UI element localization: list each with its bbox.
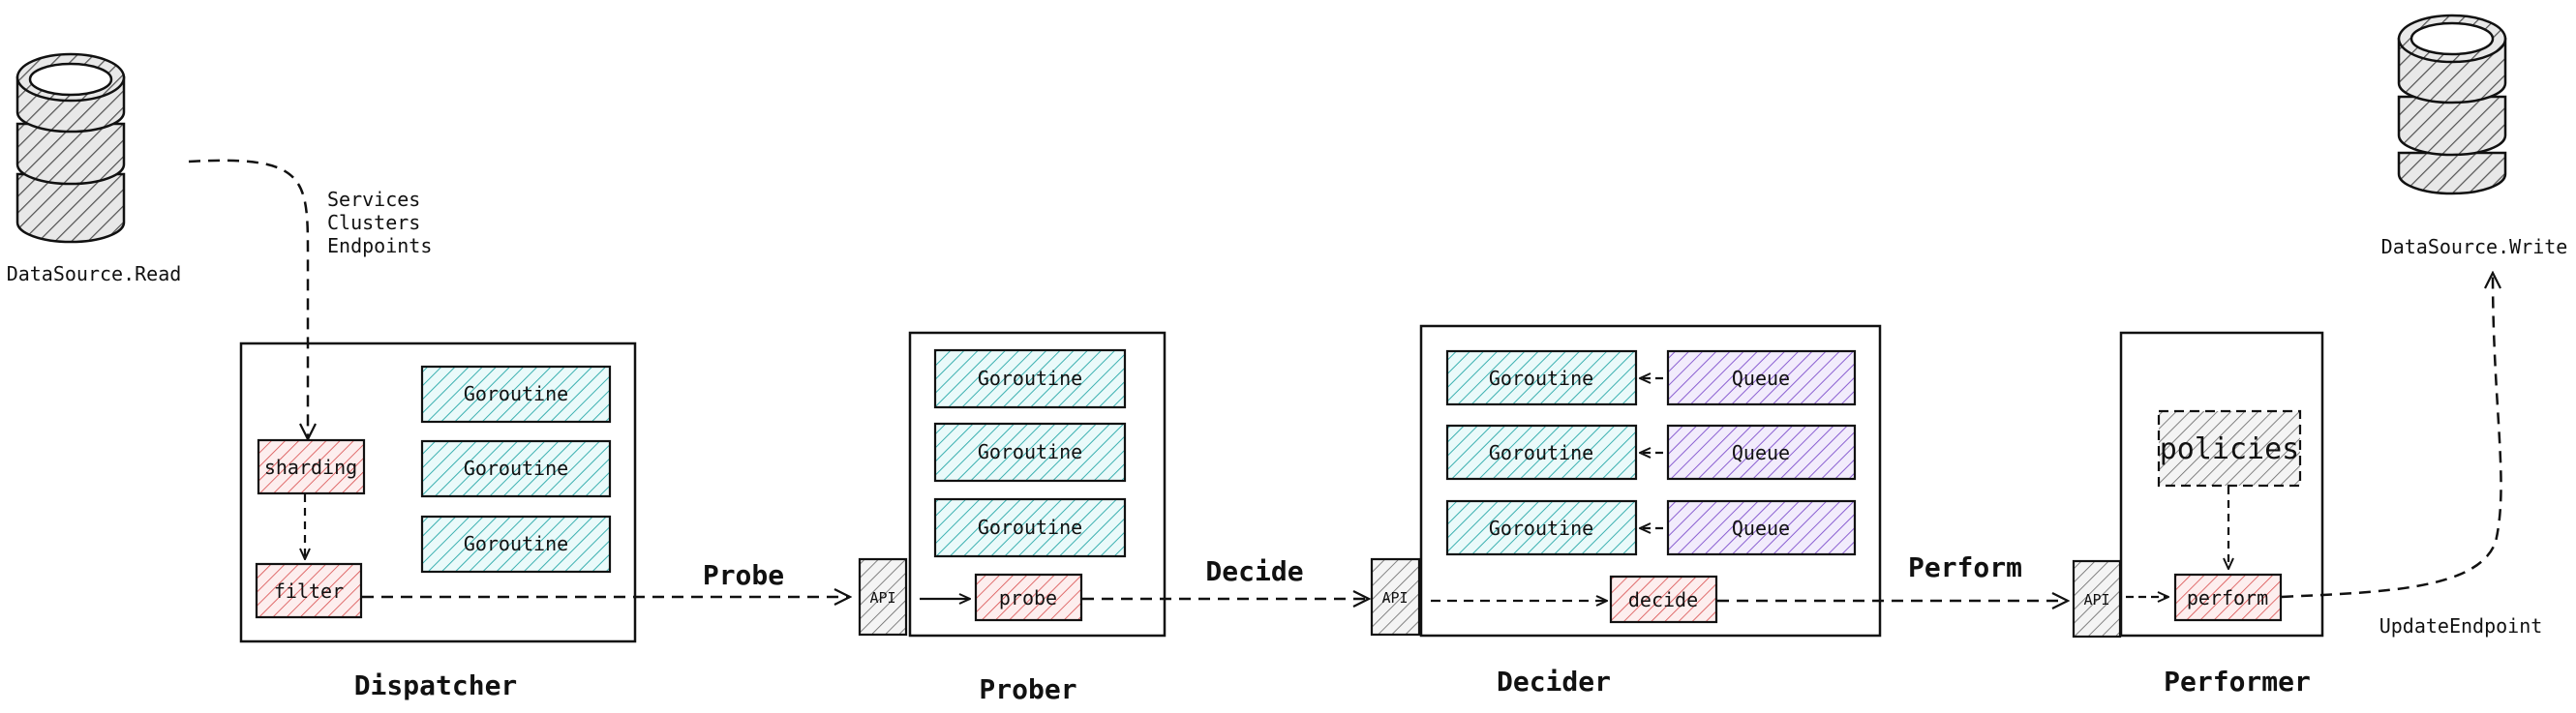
- probe-label: probe: [999, 586, 1057, 609]
- dispatcher-goroutine: Goroutine: [420, 515, 612, 574]
- decider-goroutine: Goroutine: [1445, 499, 1638, 556]
- decider-queue: Queue: [1666, 499, 1857, 556]
- dispatcher-title: Dispatcher: [354, 669, 518, 701]
- prober-box: [908, 331, 1167, 638]
- read-note-line: Endpoints: [327, 234, 432, 257]
- decide-node: decide: [1609, 575, 1718, 624]
- api-label: API: [869, 589, 895, 607]
- goroutine-label: Goroutine: [1489, 367, 1593, 390]
- prober-api: API: [858, 557, 908, 637]
- probe-edge-label: Probe: [703, 559, 784, 591]
- read-edge: [188, 159, 308, 439]
- performer-api: API: [2072, 559, 2122, 639]
- sharding-label: sharding: [264, 456, 357, 479]
- read-note-line: Clusters: [327, 211, 420, 234]
- decider-api: API: [1370, 557, 1421, 637]
- update-endpoint-edge: [2281, 273, 2502, 599]
- goroutine-label: Goroutine: [464, 457, 568, 480]
- dispatcher-goroutine: Goroutine: [420, 365, 612, 424]
- probe-node: probe: [974, 573, 1083, 622]
- filter-label: filter: [274, 579, 344, 603]
- goroutine-label: Goroutine: [978, 516, 1082, 539]
- performer-box: [2119, 331, 2324, 638]
- decider-goroutine: Goroutine: [1445, 424, 1638, 481]
- queue-label: Queue: [1732, 441, 1790, 464]
- prober-goroutine: Goroutine: [933, 348, 1127, 409]
- perform-node: perform: [2173, 573, 2283, 622]
- decide-label: decide: [1628, 588, 1698, 611]
- goroutine-label: Goroutine: [464, 532, 568, 555]
- datasource-read-icon: [15, 52, 126, 244]
- policies-node: policies: [2157, 409, 2302, 488]
- read-note: Services Clusters Endpoints: [327, 188, 432, 257]
- goroutine-label: Goroutine: [978, 367, 1082, 390]
- perform-label: perform: [2187, 586, 2268, 609]
- decider-queue: Queue: [1666, 349, 1857, 406]
- filter-node: filter: [255, 562, 363, 619]
- sharding-node: sharding: [257, 438, 366, 495]
- decider-box: [1419, 324, 1882, 638]
- queue-label: Queue: [1732, 517, 1790, 540]
- dispatcher-goroutine: Goroutine: [420, 439, 612, 498]
- update-endpoint-label: UpdateEndpoint: [2379, 614, 2543, 638]
- goroutine-label: Goroutine: [464, 382, 568, 405]
- policies-label: policies: [2160, 432, 2300, 466]
- datasource-write-label: DataSource.Write: [2381, 235, 2568, 258]
- decider-title: Decider: [1497, 666, 1611, 698]
- goroutine-label: Goroutine: [1489, 441, 1593, 464]
- dispatcher-box: [239, 342, 637, 643]
- prober-title: Prober: [979, 673, 1076, 705]
- goroutine-label: Goroutine: [978, 440, 1082, 463]
- goroutine-label: Goroutine: [1489, 517, 1593, 540]
- decider-queue: Queue: [1666, 424, 1857, 481]
- decider-goroutine: Goroutine: [1445, 349, 1638, 406]
- prober-goroutine: Goroutine: [933, 422, 1127, 483]
- datasource-write-icon: [2397, 14, 2507, 195]
- datasource-read-label: DataSource.Read: [7, 262, 182, 285]
- api-label: API: [2083, 591, 2109, 609]
- queue-label: Queue: [1732, 367, 1790, 390]
- read-note-line: Services: [327, 188, 420, 211]
- decide-edge-label: Decide: [1205, 555, 1303, 587]
- performer-title: Performer: [2164, 666, 2311, 698]
- perform-edge-label: Perform: [1908, 551, 2022, 583]
- prober-goroutine: Goroutine: [933, 497, 1127, 558]
- api-label: API: [1381, 589, 1408, 607]
